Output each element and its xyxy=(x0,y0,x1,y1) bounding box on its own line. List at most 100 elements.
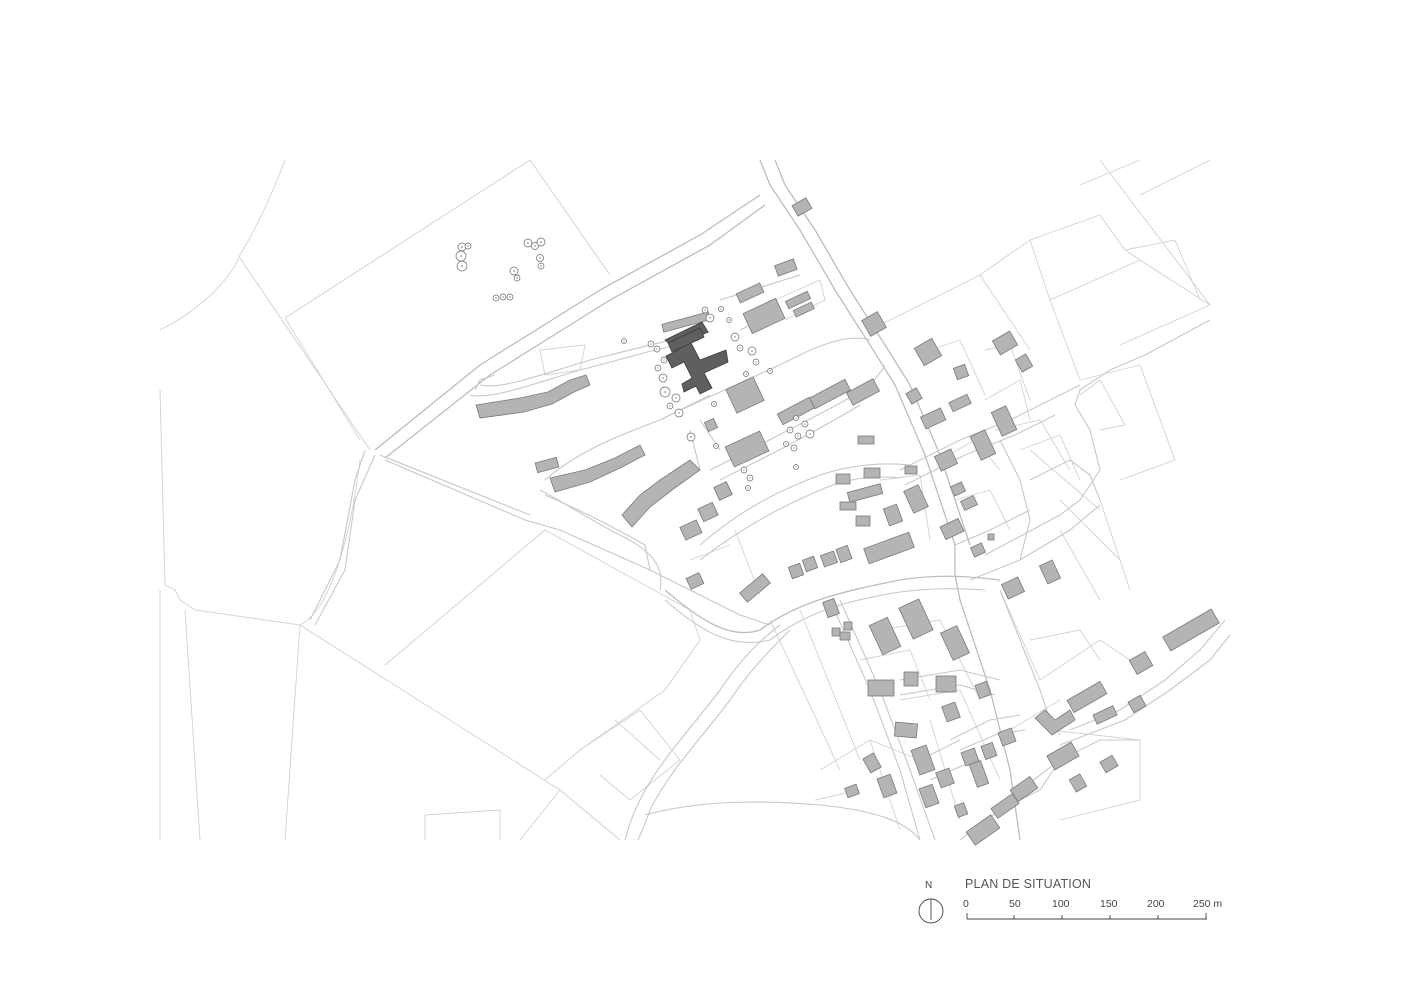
building xyxy=(990,405,1018,437)
building xyxy=(725,376,765,414)
tree-icon xyxy=(747,346,757,356)
building xyxy=(968,760,990,788)
tree-icon xyxy=(740,466,748,474)
building xyxy=(791,197,813,217)
tree-icon xyxy=(718,306,724,312)
building xyxy=(843,621,853,631)
building xyxy=(903,484,929,514)
building xyxy=(855,515,871,527)
building xyxy=(1128,651,1154,675)
tree-icon xyxy=(701,306,709,314)
tree-icon xyxy=(743,371,749,377)
building xyxy=(898,598,934,640)
tree-icon xyxy=(509,266,519,276)
tree-icon xyxy=(793,464,799,470)
tree-icon xyxy=(794,432,802,440)
building xyxy=(918,783,940,809)
building xyxy=(960,494,978,512)
tree-icon xyxy=(513,274,521,282)
tree-icon xyxy=(654,364,662,372)
tree-icon xyxy=(531,242,539,250)
building xyxy=(1046,741,1080,771)
building xyxy=(831,627,841,637)
tree-icon xyxy=(660,356,668,364)
building xyxy=(919,407,947,430)
building xyxy=(724,430,770,468)
scale-tick-label: 100 xyxy=(1052,898,1070,910)
tree-icon xyxy=(674,408,684,418)
tree-icon xyxy=(456,260,468,272)
buildings xyxy=(475,197,1220,846)
building xyxy=(969,542,987,558)
tree-icon xyxy=(736,344,744,352)
building xyxy=(941,701,961,723)
building xyxy=(697,501,719,523)
scale-tick-label: 0 xyxy=(963,898,969,910)
map-title: PLAN DE SITUATION xyxy=(965,877,1092,891)
building xyxy=(774,258,798,277)
building xyxy=(1009,775,1039,803)
scale-tick-label: 50 xyxy=(1009,898,1021,910)
parcel-lines xyxy=(159,159,1211,841)
tree-icon xyxy=(523,238,533,248)
building xyxy=(1127,694,1147,714)
building xyxy=(735,282,765,304)
scale-bar xyxy=(966,913,1207,920)
building xyxy=(685,572,705,590)
tree-icon xyxy=(745,485,751,491)
building xyxy=(808,378,852,410)
building xyxy=(905,387,923,405)
building xyxy=(822,597,840,619)
tree-icon xyxy=(653,345,661,353)
tree-icon xyxy=(705,313,715,323)
building xyxy=(845,378,881,406)
tree-icon xyxy=(686,432,696,442)
building xyxy=(801,555,819,573)
building xyxy=(939,517,965,541)
building xyxy=(974,680,992,700)
building xyxy=(1038,559,1062,585)
tree-icon xyxy=(805,429,815,439)
building xyxy=(739,573,771,603)
tree-icon xyxy=(464,242,472,250)
building xyxy=(839,631,851,641)
scale-tick-label: 250 m xyxy=(1193,898,1223,910)
building xyxy=(952,363,970,381)
tree-icon xyxy=(746,474,754,482)
building xyxy=(903,671,919,687)
tree-icon xyxy=(767,368,773,374)
building xyxy=(913,337,943,367)
building xyxy=(784,290,812,310)
building xyxy=(1014,353,1034,373)
building xyxy=(933,448,959,472)
building xyxy=(742,297,786,335)
building xyxy=(863,467,881,479)
building xyxy=(713,481,733,501)
building xyxy=(1034,709,1076,736)
building xyxy=(935,767,955,789)
building xyxy=(857,435,875,445)
tree-icon xyxy=(647,340,655,348)
tree-icon xyxy=(711,401,717,407)
tree-icon xyxy=(786,426,794,434)
tree-icon xyxy=(536,237,546,247)
tree-icon xyxy=(752,358,760,366)
building xyxy=(861,311,887,337)
building xyxy=(949,481,967,497)
building xyxy=(991,330,1019,356)
building xyxy=(1000,576,1026,600)
building xyxy=(819,550,839,568)
tree-icon xyxy=(537,262,545,270)
tree-icon xyxy=(801,420,809,428)
tree-icon xyxy=(506,293,514,301)
building xyxy=(867,679,895,697)
tree-icon xyxy=(666,402,674,410)
building xyxy=(948,393,972,413)
building xyxy=(969,429,997,461)
building xyxy=(863,531,915,565)
building xyxy=(1092,705,1118,725)
building xyxy=(965,814,1001,846)
building xyxy=(935,675,957,693)
north-arrow-icon xyxy=(918,898,944,924)
